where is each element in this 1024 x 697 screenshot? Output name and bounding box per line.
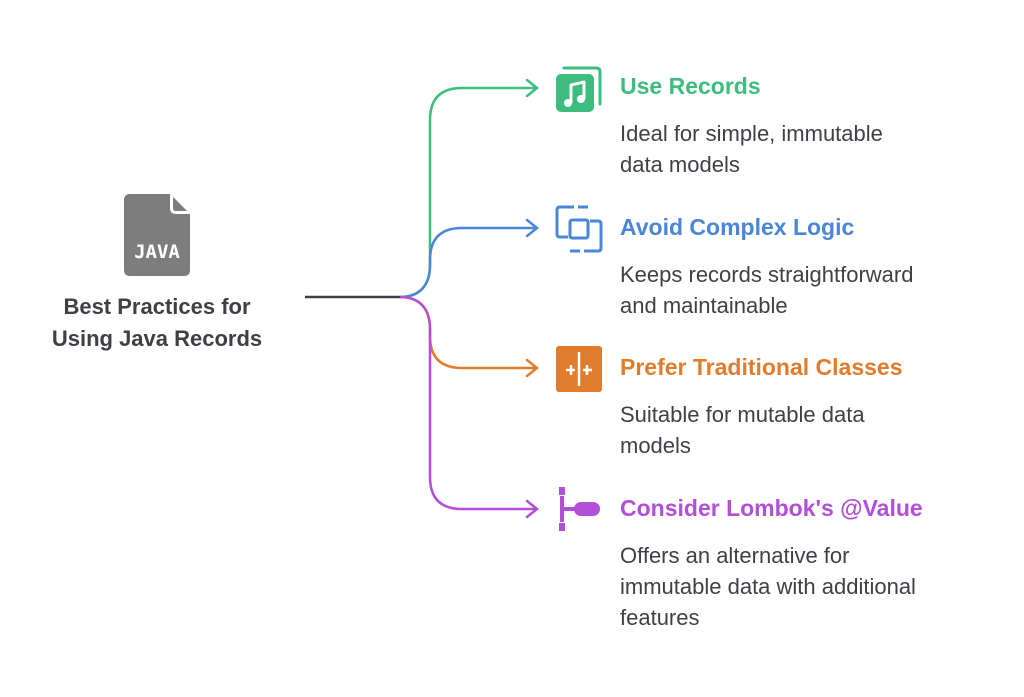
arrow-consider-lombok [525,499,540,519]
branch-desc-line: and maintainable [620,293,788,318]
root-title-line-2: Using Java Records [51,326,263,351]
branch-title-consider-lombok: Consider Lombok's @Value [620,495,923,521]
branch-title-use-records: Use Records [620,73,761,99]
branch-desc-line: models [620,433,691,458]
branch-desc-avoid-complex-logic: Keeps records straightforward and mainta… [620,259,913,321]
linked-squares-icon [555,205,603,253]
split-panel-icon [556,346,602,392]
branch-desc-line: features [620,605,700,630]
arrow-prefer-traditional [525,358,540,378]
root-title-line-1: Best Practices for [63,294,251,319]
connector-consider-lombok [399,295,536,511]
branch-desc-line: Keeps records straightforward [620,262,914,287]
branch-desc-line: immutable data with additional [620,574,916,599]
branch-title-prefer-traditional-classes: Prefer Traditional Classes [620,354,903,380]
branch-desc-line: data models [620,152,740,177]
arrow-use-records [525,78,540,98]
connector-use-records [399,86,536,299]
plug-icon [559,487,600,531]
java-icon-label: JAVA [134,241,180,263]
branch-desc-line: Offers an alternative for [620,543,850,568]
branch-desc-use-records: Ideal for simple, immutable data models [620,118,883,180]
branch-desc-line: Ideal for simple, immutable [620,121,883,146]
branch-desc-prefer-traditional-classes: Suitable for mutable data models [620,399,865,461]
connector-prefer-traditional [399,295,536,370]
music-note-icon [556,66,602,112]
connector-avoid-complex-logic [399,226,536,299]
branch-desc-consider-lombok: Offers an alternative for immutable data… [620,540,916,633]
root-title: Best Practices for Using Java Records [30,291,284,355]
arrow-avoid-complex-logic [525,218,540,238]
java-file-icon: JAVA [124,194,190,276]
branch-title-avoid-complex-logic: Avoid Complex Logic [620,214,855,240]
branch-desc-line: Suitable for mutable data [620,402,865,427]
